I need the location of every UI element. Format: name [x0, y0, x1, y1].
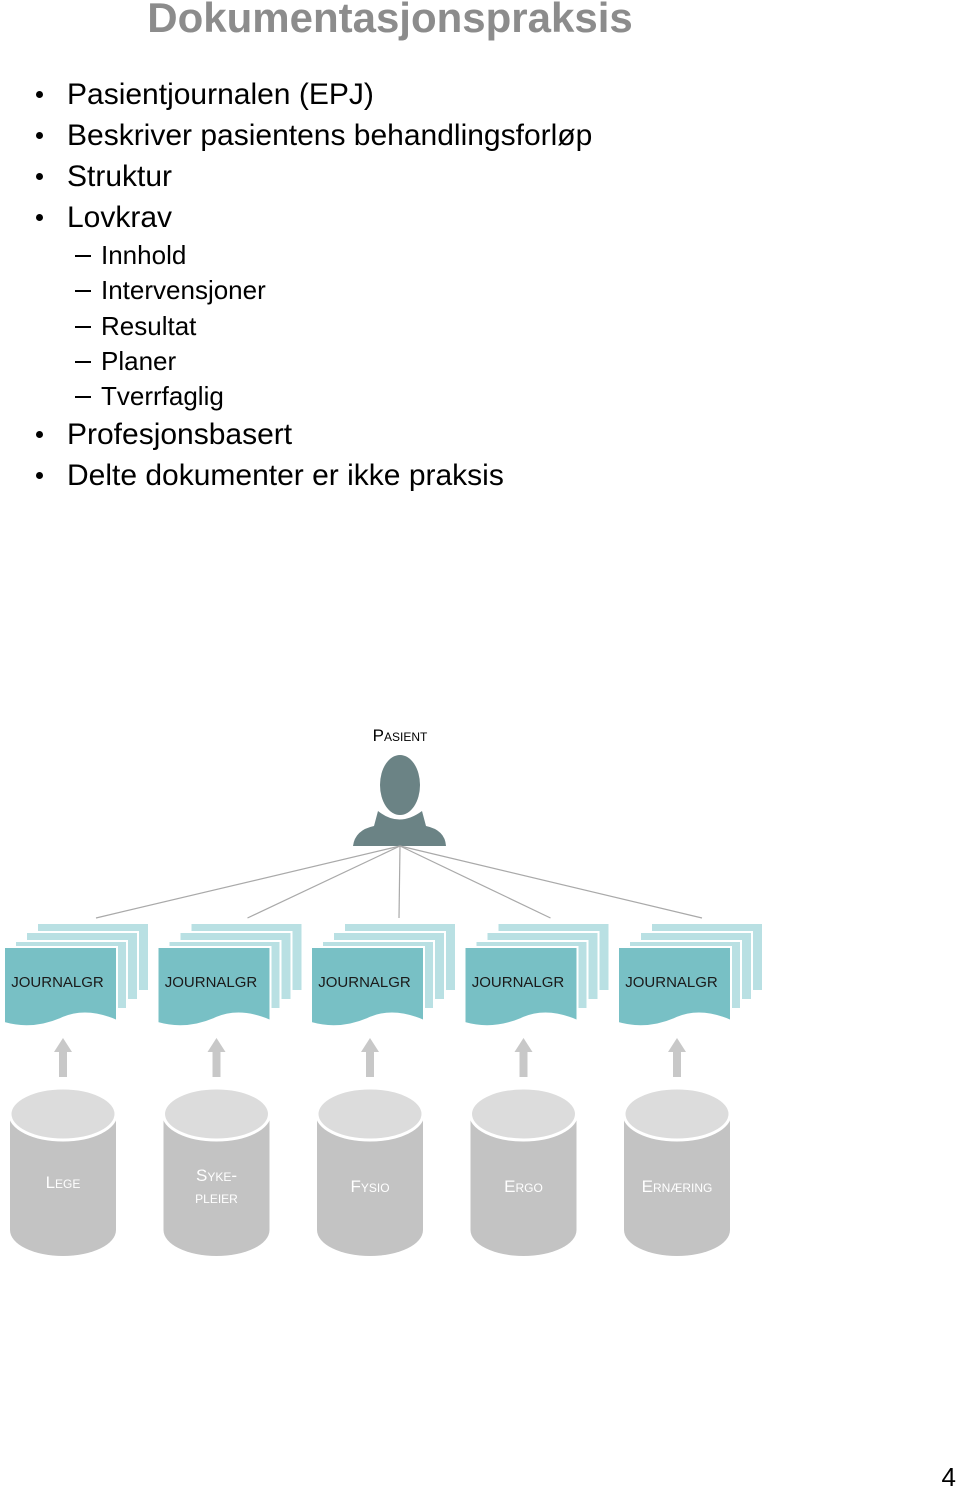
arrow-up-icon	[668, 1038, 686, 1077]
journal-page-front	[156, 946, 272, 1028]
arrow-up-icon	[207, 1038, 226, 1077]
database-label: Ernæring	[642, 1177, 713, 1196]
bullet-text: Lovkrav	[67, 201, 173, 234]
bullet-dot	[36, 472, 43, 480]
database-body	[10, 1114, 116, 1256]
database-top	[8, 1086, 118, 1142]
upward-arrows	[54, 1038, 686, 1077]
journal-stacks: JOURNALGR JOURNALGR JOURNALGR JOURNALGR JOUR…	[3, 922, 764, 1028]
connector-lines	[95, 845, 703, 919]
bullet-text: Struktur	[67, 160, 173, 193]
database-body	[470, 1114, 577, 1256]
sub-bullet-item: Intervensjoner	[0, 273, 592, 308]
dash-marker	[75, 325, 91, 328]
sub-bullet-text: Resultat	[101, 310, 197, 341]
bullet-item: Pasientjournalen (EPJ)	[0, 74, 592, 115]
database-label-line2: pleier	[195, 1188, 238, 1207]
sub-bullet-list: Innhold Intervensjoner Resultat Planer T…	[0, 238, 592, 414]
bullet-dot	[36, 214, 43, 221]
sub-bullet-item: Tverrfaglig	[0, 379, 592, 414]
bullet-item: Delte dokumenter er ikke praksis	[0, 455, 592, 496]
dash-marker	[75, 396, 91, 399]
sub-bullet-text: Tverrfaglig	[101, 381, 224, 412]
journal-page-front	[310, 946, 425, 1028]
database-top	[315, 1086, 425, 1142]
patient-label: Pasient	[373, 726, 428, 745]
connector-line	[95, 845, 401, 919]
database-body	[624, 1114, 730, 1256]
journal-page-front	[617, 946, 732, 1028]
database-label: Ergo	[504, 1177, 543, 1196]
database-label: Fysio	[350, 1177, 389, 1196]
database-top	[162, 1086, 271, 1142]
sub-bullet-item: Innhold	[0, 238, 592, 273]
connector-line	[399, 845, 551, 919]
journal-label: JOURNALGR	[472, 974, 565, 991]
sub-bullet-text: Planer	[101, 345, 177, 376]
database-label: Lege	[46, 1173, 81, 1192]
sub-bullet-group: Innhold Intervensjoner Resultat Planer T…	[0, 238, 592, 414]
database-body	[163, 1114, 270, 1256]
journal-page-front	[463, 946, 579, 1028]
bullet-item: Beskriver pasientens behandlingsforløp	[0, 115, 592, 156]
arrow-up-icon	[361, 1038, 379, 1077]
dash-marker	[75, 290, 91, 293]
database-top	[469, 1086, 578, 1142]
connector-line	[398, 845, 401, 919]
database-label: Syke-	[196, 1166, 237, 1185]
person-icon	[353, 755, 446, 846]
journal-label: JOURNALGR	[625, 974, 718, 991]
sub-bullet-item: Planer	[0, 344, 592, 379]
bullet-text: Profesjonsbasert	[67, 418, 293, 452]
sub-bullet-text: Intervensjoner	[101, 275, 266, 306]
sub-bullet-text: Innhold	[101, 240, 187, 270]
bullet-dot	[36, 91, 43, 98]
arrow-up-icon	[514, 1038, 533, 1077]
bullet-list: Pasientjournalen (EPJ) Beskriver pasient…	[0, 74, 592, 496]
connector-line	[247, 845, 401, 919]
bullet-dot	[36, 132, 43, 139]
database-body	[317, 1114, 423, 1256]
journal-label: JOURNALGR	[318, 974, 411, 991]
bullet-item: Profesjonsbasert	[0, 414, 592, 455]
bullet-text: Delte dokumenter er ikke praksis	[67, 459, 504, 493]
arrow-up-icon	[54, 1038, 72, 1077]
page-number: 4	[941, 1462, 956, 1492]
dash-marker	[75, 255, 91, 257]
bullet-dot	[36, 431, 43, 439]
bullet-text: Pasientjournalen (EPJ)	[67, 78, 374, 111]
journal-label: JOURNALGR	[165, 974, 258, 991]
bullet-item: Lovkrav	[0, 197, 592, 238]
dash-marker	[75, 360, 91, 363]
page-title: Dokumentasjonspraksis	[147, 0, 633, 41]
connector-line	[399, 845, 703, 919]
bullet-dot	[36, 173, 43, 180]
bullet-item: Struktur	[0, 156, 592, 197]
journal-page-front	[3, 946, 118, 1028]
sub-bullet-item: Resultat	[0, 309, 592, 344]
database-cylinders: Lege Syke-pleier Fysio Ergo Ernæring	[8, 1086, 732, 1256]
database-top	[622, 1086, 732, 1142]
bullet-text: Beskriver pasientens behandlingsforløp	[67, 119, 593, 152]
journal-label: JOURNALGR	[11, 974, 104, 991]
